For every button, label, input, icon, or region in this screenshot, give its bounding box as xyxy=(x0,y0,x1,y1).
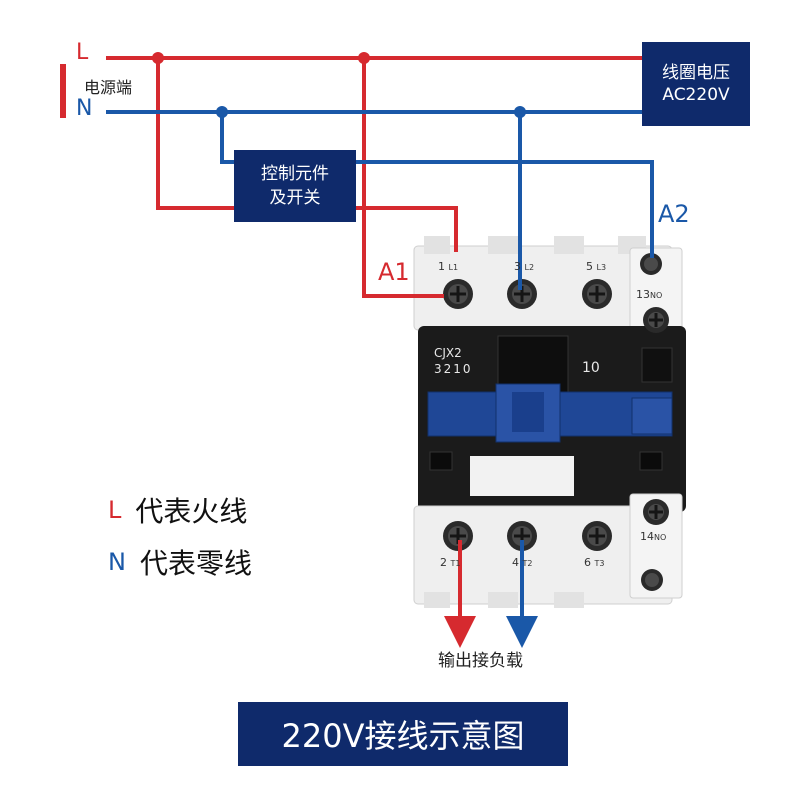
supply-end-label: 电源端 xyxy=(84,78,133,97)
bottom-terminal-4-label: 4 T2 xyxy=(512,556,533,569)
n-supply-label: N xyxy=(76,96,93,121)
terminal-screws xyxy=(443,253,669,591)
top-aux-label: 13NO xyxy=(636,288,663,301)
screw-A2 xyxy=(640,253,662,275)
screw-bottom-aux xyxy=(641,569,663,591)
neutral-wires xyxy=(106,110,654,648)
diagram-title: 220V接线示意图 xyxy=(281,717,525,755)
l-supply-label: L xyxy=(76,40,89,65)
bottom-aux-label: 14NO xyxy=(640,530,667,543)
control-to-a2-wire xyxy=(356,160,654,258)
model-line1: CJX2 xyxy=(434,346,462,360)
a2-label: A2 xyxy=(658,200,690,228)
top-terminal-3-label: 3 L2 xyxy=(514,260,535,273)
top-terminal-1-label: 1 L1 xyxy=(438,260,459,273)
screw-T2 xyxy=(507,521,537,551)
control-element-line1: 控制元件 xyxy=(261,164,329,184)
aux-rating: 10 xyxy=(582,360,600,376)
coil-voltage-line2: AC220V xyxy=(662,85,730,105)
contactor-body xyxy=(413,236,686,608)
bottom-terminal-6-label: 6 T3 xyxy=(584,556,605,569)
screw-T3 xyxy=(582,521,612,551)
bottom-terminal-2-label: 2 T1 xyxy=(440,556,461,569)
screw-14NO xyxy=(643,499,669,525)
l-supply-bar xyxy=(60,64,66,118)
screw-L2 xyxy=(507,279,537,309)
screw-L3 xyxy=(582,279,612,309)
legend-neutral-text: 代表零线 xyxy=(139,547,252,580)
screw-T1 xyxy=(443,521,473,551)
title-banner: 220V接线示意图 xyxy=(238,702,568,766)
output-load-label: 输出接负载 xyxy=(438,651,523,671)
legend-neutral: N 代表零线 xyxy=(108,542,252,582)
junction-dots xyxy=(152,52,526,118)
model-line2: 3210 xyxy=(434,362,473,376)
coil-voltage-line1: 线圈电压 xyxy=(662,63,730,83)
legend-live: L 代表火线 xyxy=(108,490,247,530)
l-to-a1-wire xyxy=(362,58,444,298)
screw-L1 xyxy=(443,279,473,309)
legend-live-text: 代表火线 xyxy=(135,495,248,528)
legend-live-symbol: L xyxy=(108,496,122,524)
control-element-line2: 及开关 xyxy=(269,188,321,208)
screw-13NO xyxy=(643,307,669,333)
a1-label: A1 xyxy=(378,258,410,286)
control-element-box: 控制元件 及开关 xyxy=(234,150,356,222)
top-terminal-5-label: 5 L3 xyxy=(586,260,607,273)
n-to-control-wire xyxy=(220,112,234,164)
legend-neutral-symbol: N xyxy=(108,548,126,576)
coil-voltage-box: 线圈电压 AC220V xyxy=(642,42,750,126)
